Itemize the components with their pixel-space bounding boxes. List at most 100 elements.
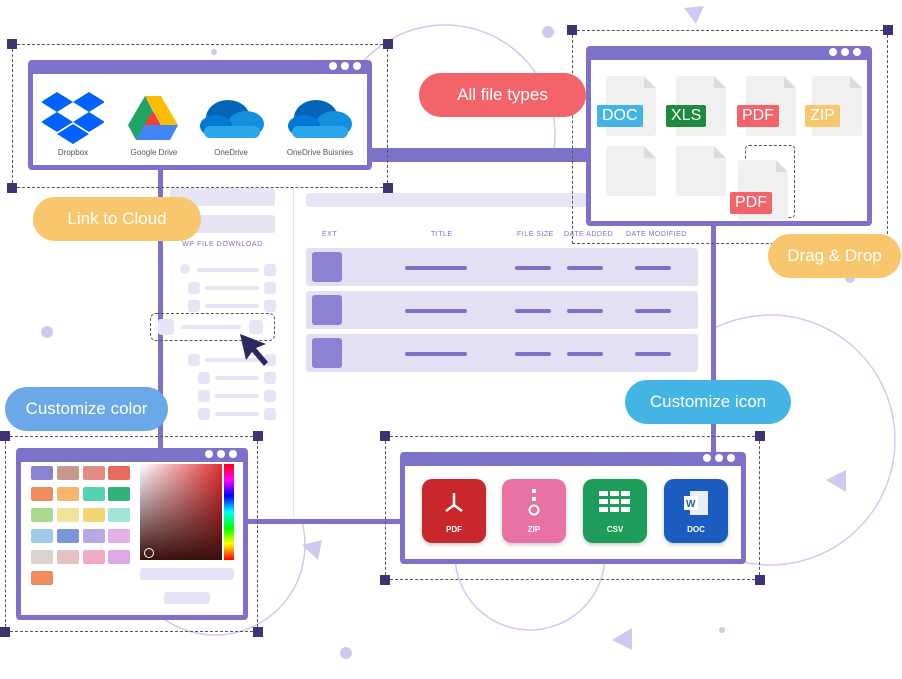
color-swatch[interactable] [57,487,79,501]
tree-row [215,394,259,398]
column-file-size[interactable]: FILE SIZE [517,231,554,238]
pdf-icon[interactable]: PDF [422,479,486,543]
row-size-line [515,266,551,270]
csv-icon[interactable]: CSV [583,479,647,543]
color-swatch[interactable] [31,466,53,480]
user-folder-icon[interactable] [31,571,53,585]
row-title-line [405,352,467,356]
tree-row [198,372,210,384]
color-swatch[interactable] [83,466,105,480]
tree-row [180,264,190,274]
selection-handle [755,575,765,585]
row-modified-line [635,309,671,313]
table-row[interactable] [306,334,698,372]
onedrive-icon[interactable] [198,96,264,140]
color-swatch[interactable] [57,508,79,522]
tree-row [205,358,259,362]
tree-row [198,390,210,402]
column-date-modified[interactable]: DATE MODIFIED [626,231,687,238]
customize-color-bubble: Customize color [5,387,168,431]
tree-row [264,282,276,294]
selection-handle [253,431,263,441]
column-ext[interactable]: EXT [322,231,338,238]
tree-row [198,408,210,420]
row-modified-line [635,266,671,270]
color-swatch[interactable] [83,487,105,501]
tree-row [188,300,200,312]
color-swatch[interactable] [31,508,53,522]
selection-handle [883,25,893,35]
onedrive-business-icon[interactable] [286,96,352,140]
selection-handle [0,627,10,637]
tree-row [188,354,200,366]
row-added-line [567,309,603,313]
tree-row [264,300,276,312]
color-swatch[interactable] [108,487,130,501]
tree-row [158,319,174,335]
sidebar-placeholder [170,188,275,206]
dropbox-icon[interactable] [42,92,104,144]
hex-input[interactable] [140,568,234,580]
row-size-line [515,309,551,313]
color-swatch[interactable] [83,550,105,564]
zip-icon[interactable]: ZIP [502,479,566,543]
color-swatch[interactable] [108,508,130,522]
dragged-pdf-tag: PDF [730,192,772,214]
row-modified-line [635,352,671,356]
file-types-selection [572,30,888,244]
tree-row [181,325,241,329]
row-title-line [405,266,467,270]
column-date-added[interactable]: DATE ADDED [564,231,614,238]
selection-handle [755,431,765,441]
table-row[interactable] [306,291,698,329]
sidebar-divider [293,188,294,518]
svg-text:W: W [686,499,696,510]
color-swatch[interactable] [31,550,53,564]
row-added-line [567,352,603,356]
table-row[interactable] [306,248,698,286]
selection-handle [380,575,390,585]
color-swatch[interactable] [57,466,79,480]
pdf-icon-label: PDF [446,525,462,534]
row-size-line [515,352,551,356]
file-types-window [586,46,872,226]
tree-row [205,286,259,290]
tree-row [264,390,276,402]
onedrive-business-label: OneDrive Buisnies [286,148,354,157]
color-swatch[interactable] [31,529,53,543]
color-swatch[interactable] [83,529,105,543]
tree-row [188,282,200,294]
color-picker-handle[interactable] [144,548,154,558]
tree-row [215,376,259,380]
doc-icon[interactable]: W DOC [664,479,728,543]
google-drive-icon[interactable] [128,96,178,140]
tree-row [215,412,259,416]
xls-type-tag: XLS [666,105,707,127]
color-swatch[interactable] [108,550,130,564]
color-swatch[interactable] [57,529,79,543]
apply-button[interactable] [164,592,210,604]
color-swatch[interactable] [57,550,79,564]
selection-handle [0,431,10,441]
google-drive-label: Google Drive [130,148,178,157]
selection-handle [380,431,390,441]
selection-handle [383,39,393,49]
drag-drop-bubble: Drag & Drop [768,234,901,278]
doc-type-tag: DOC [597,105,643,127]
link-to-cloud-bubble: Link to Cloud [33,197,201,241]
file-icon [676,146,726,196]
column-title[interactable]: TITLE [431,231,453,238]
color-swatch[interactable] [108,529,130,543]
selection-handle [7,183,17,193]
color-swatch[interactable] [83,508,105,522]
onedrive-label: OneDrive [214,148,248,157]
tree-item-dragging[interactable] [150,313,275,341]
tree-row [264,264,276,276]
hue-slider[interactable] [224,464,234,560]
tree-row [249,320,263,334]
file-ext-icon [312,295,342,325]
color-swatch[interactable] [108,466,130,480]
color-gradient-picker[interactable] [140,464,222,560]
file-ext-icon [312,338,342,368]
color-swatch[interactable] [31,487,53,501]
